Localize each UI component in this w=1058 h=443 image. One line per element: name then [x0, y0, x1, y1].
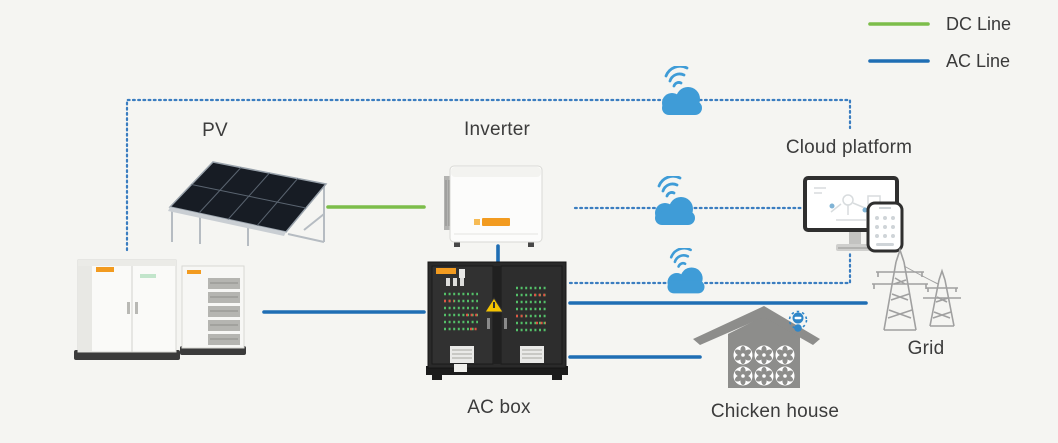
smartphone-icon	[866, 201, 904, 253]
cloud-platform-devices	[803, 176, 904, 253]
iot-sensor-icon	[788, 310, 808, 332]
cloud-wifi-icon	[655, 176, 695, 225]
ac-line-swatch	[868, 59, 930, 63]
ac-line-label: AC Line	[946, 50, 1011, 71]
legend: DC Line AC Line	[868, 10, 1011, 84]
dc-line-swatch	[868, 22, 930, 26]
battery-storage-icon	[74, 259, 246, 360]
ac-box-icon	[426, 261, 568, 380]
pv-panel-icon	[168, 161, 328, 246]
legend-item-ac: AC Line	[868, 47, 1011, 75]
chicken-house-icon	[693, 306, 820, 388]
dc-line-label: DC Line	[946, 13, 1012, 34]
cloud-platform-label: Cloud platform	[785, 137, 913, 158]
inverter-icon	[444, 165, 543, 247]
inverter-heatsink	[444, 176, 452, 230]
pv-label: PV	[202, 120, 228, 141]
grid-label: Grid	[907, 338, 945, 359]
chicken-house-label: Chicken house	[710, 401, 840, 422]
legend-item-dc: DC Line	[868, 10, 1011, 38]
cloud-wifi-icon	[667, 248, 705, 294]
transmission-tower-icon	[872, 247, 961, 331]
inverter-label: Inverter	[463, 119, 531, 140]
cloud-wifi-icon	[662, 66, 702, 115]
ac-box-label: AC box	[467, 397, 531, 418]
